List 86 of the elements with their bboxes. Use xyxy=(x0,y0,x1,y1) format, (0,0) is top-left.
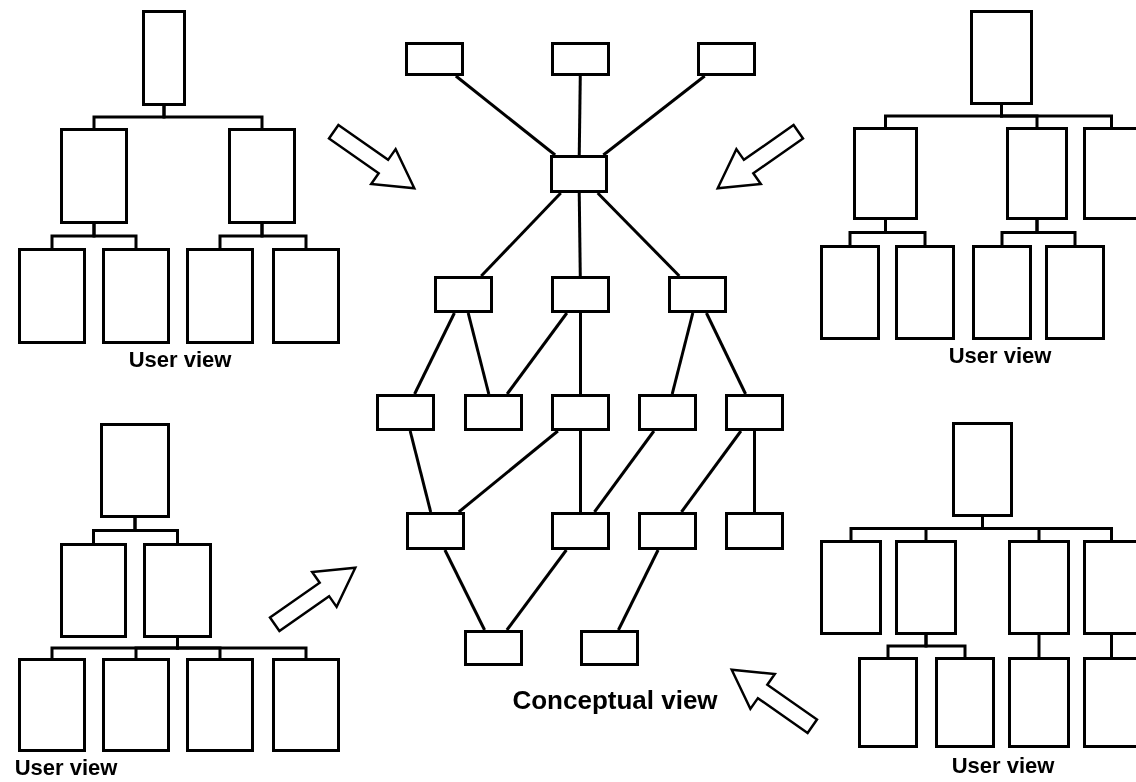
connector-line xyxy=(443,549,486,631)
connector-line xyxy=(670,312,695,395)
box xyxy=(551,42,610,76)
box xyxy=(272,248,340,344)
box xyxy=(464,394,523,431)
box xyxy=(551,512,610,550)
box xyxy=(434,276,493,313)
connector-line xyxy=(1110,635,1113,657)
box xyxy=(820,245,880,340)
connector-line xyxy=(408,430,433,513)
connector-line xyxy=(617,549,660,631)
box xyxy=(405,42,464,76)
view-caption: User view xyxy=(128,347,232,373)
connector-line xyxy=(753,431,756,512)
box xyxy=(853,127,918,220)
connector-line xyxy=(454,74,557,157)
box xyxy=(970,10,1033,105)
box xyxy=(972,245,1032,340)
box xyxy=(102,658,170,752)
box xyxy=(102,248,170,344)
box xyxy=(1083,540,1136,635)
connector-line xyxy=(602,74,706,157)
connector-line xyxy=(1037,635,1041,657)
box xyxy=(725,394,784,431)
connector-line xyxy=(680,430,743,513)
connector-line xyxy=(413,312,456,395)
box xyxy=(142,10,186,106)
box xyxy=(1045,245,1105,340)
box xyxy=(464,630,523,666)
connector-line xyxy=(133,518,179,543)
box xyxy=(551,394,610,431)
connector-line xyxy=(505,312,569,395)
view-caption: Conceptual view xyxy=(512,684,718,716)
connector-line xyxy=(505,549,568,631)
box xyxy=(18,658,86,752)
connector-line xyxy=(705,312,747,395)
box xyxy=(406,512,465,550)
connector-line xyxy=(577,75,582,156)
box xyxy=(1006,127,1068,220)
connector-line xyxy=(579,431,582,512)
box xyxy=(638,394,697,431)
box xyxy=(1083,657,1136,748)
connector-line xyxy=(162,106,264,128)
box xyxy=(1008,657,1070,748)
connector-line xyxy=(577,193,582,277)
box xyxy=(1008,540,1070,635)
box xyxy=(952,422,1013,517)
connector-line xyxy=(884,220,927,245)
box xyxy=(725,512,784,550)
connector-line xyxy=(260,224,308,248)
connector-line xyxy=(457,429,559,514)
connector-line xyxy=(593,430,656,513)
connector-line xyxy=(1035,220,1077,245)
box xyxy=(18,248,86,344)
box xyxy=(638,512,697,550)
connector-line xyxy=(92,224,138,248)
box xyxy=(100,423,170,518)
box xyxy=(697,42,756,76)
connector-line xyxy=(480,191,562,278)
view-caption: User view xyxy=(14,755,118,781)
box xyxy=(668,276,727,313)
box xyxy=(143,543,212,638)
box xyxy=(186,658,254,752)
box xyxy=(551,276,610,313)
connector-line xyxy=(596,191,681,278)
connector-line xyxy=(981,517,1113,540)
connector-line xyxy=(176,638,308,658)
box xyxy=(376,394,435,431)
view-caption: User view xyxy=(948,343,1052,369)
connector-line xyxy=(466,312,491,395)
box xyxy=(820,540,882,635)
box xyxy=(60,543,127,638)
box xyxy=(895,540,957,635)
box xyxy=(1083,127,1136,220)
box xyxy=(935,657,995,748)
connector-line xyxy=(924,635,967,657)
view-caption: User view xyxy=(951,753,1055,779)
connector-line xyxy=(579,313,582,394)
box xyxy=(895,245,955,340)
box xyxy=(580,630,639,666)
box xyxy=(60,128,128,224)
box xyxy=(550,155,608,193)
box xyxy=(228,128,296,224)
box xyxy=(186,248,254,344)
box xyxy=(858,657,918,748)
box xyxy=(272,658,340,752)
